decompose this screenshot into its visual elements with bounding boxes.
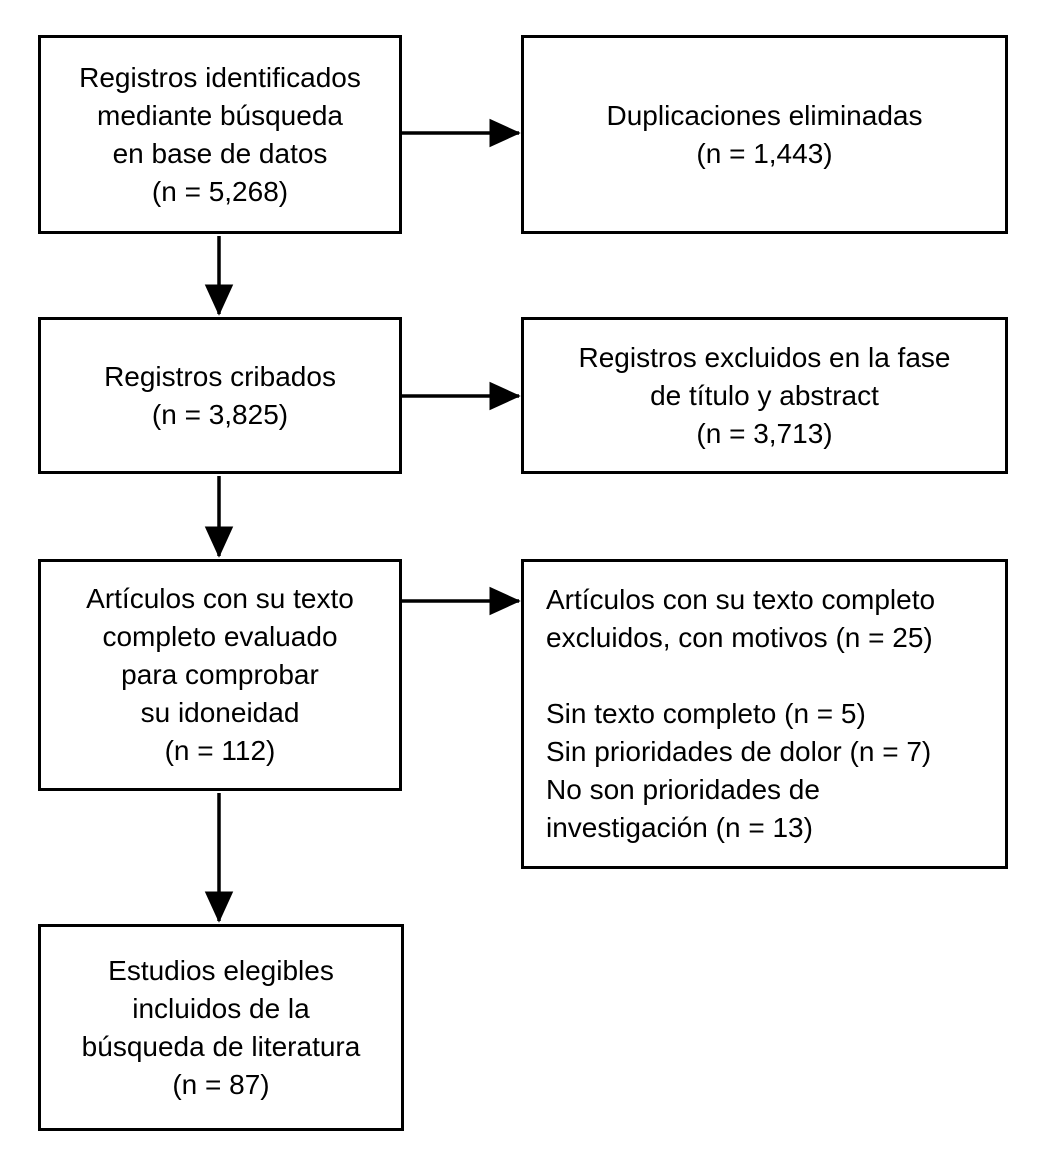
node-records-excluded-title-abstract: Registros excluidos en la fase de título…: [521, 317, 1008, 474]
node-count: (n = 3,825): [151, 398, 289, 430]
node-duplicates-removed: Duplicaciones eliminadas (n = 1,443): [521, 35, 1008, 234]
exclusion-reason: Sin texto completo (n = 5): [546, 698, 866, 729]
exclusion-reason: investigación (n = 13): [546, 812, 813, 843]
node-fulltext-assessed: Artículos con su texto completo evaluado…: [38, 559, 402, 791]
node-count: (n = 5,268): [151, 175, 289, 207]
node-line: completo evaluado: [102, 621, 338, 652]
node-line: Duplicaciones eliminadas: [606, 99, 923, 131]
node-line: para comprobar: [121, 659, 319, 690]
node-line: Artículos con su texto completo: [546, 584, 936, 615]
node-records-identified: Registros identificados mediante búsqued…: [38, 35, 402, 234]
node-fulltext-excluded-with-reasons: Artículos con su texto completo excluido…: [521, 559, 1008, 869]
node-line: en base de datos: [112, 137, 328, 169]
node-line: Registros identificados: [79, 61, 361, 93]
node-line: incluidos de la: [132, 992, 310, 1024]
node-count: (n = 1,443): [696, 137, 833, 169]
node-line: excluidos, con motivos (n = 25): [546, 622, 933, 653]
node-line: de título y abstract: [650, 379, 879, 411]
node-line: Registros cribados: [104, 360, 336, 392]
node-studies-included: Estudios elegibles incluidos de la búsqu…: [38, 924, 404, 1131]
node-line: búsqueda de literatura: [81, 1030, 361, 1062]
node-line: su idoneidad: [140, 697, 300, 728]
node-line: mediante búsqueda: [97, 99, 343, 131]
node-count: (n = 87): [172, 1068, 270, 1100]
node-line: Artículos con su texto: [86, 583, 354, 614]
node-line: Registros excluidos en la fase: [578, 341, 951, 373]
exclusion-reason: Sin prioridades de dolor (n = 7): [546, 736, 932, 767]
node-count: (n = 3,713): [696, 417, 833, 449]
node-count: (n = 112): [164, 735, 276, 766]
exclusion-reason: No son prioridades de: [546, 774, 820, 805]
node-records-screened: Registros cribados (n = 3,825): [38, 317, 402, 474]
node-line: Estudios elegibles: [108, 954, 334, 986]
